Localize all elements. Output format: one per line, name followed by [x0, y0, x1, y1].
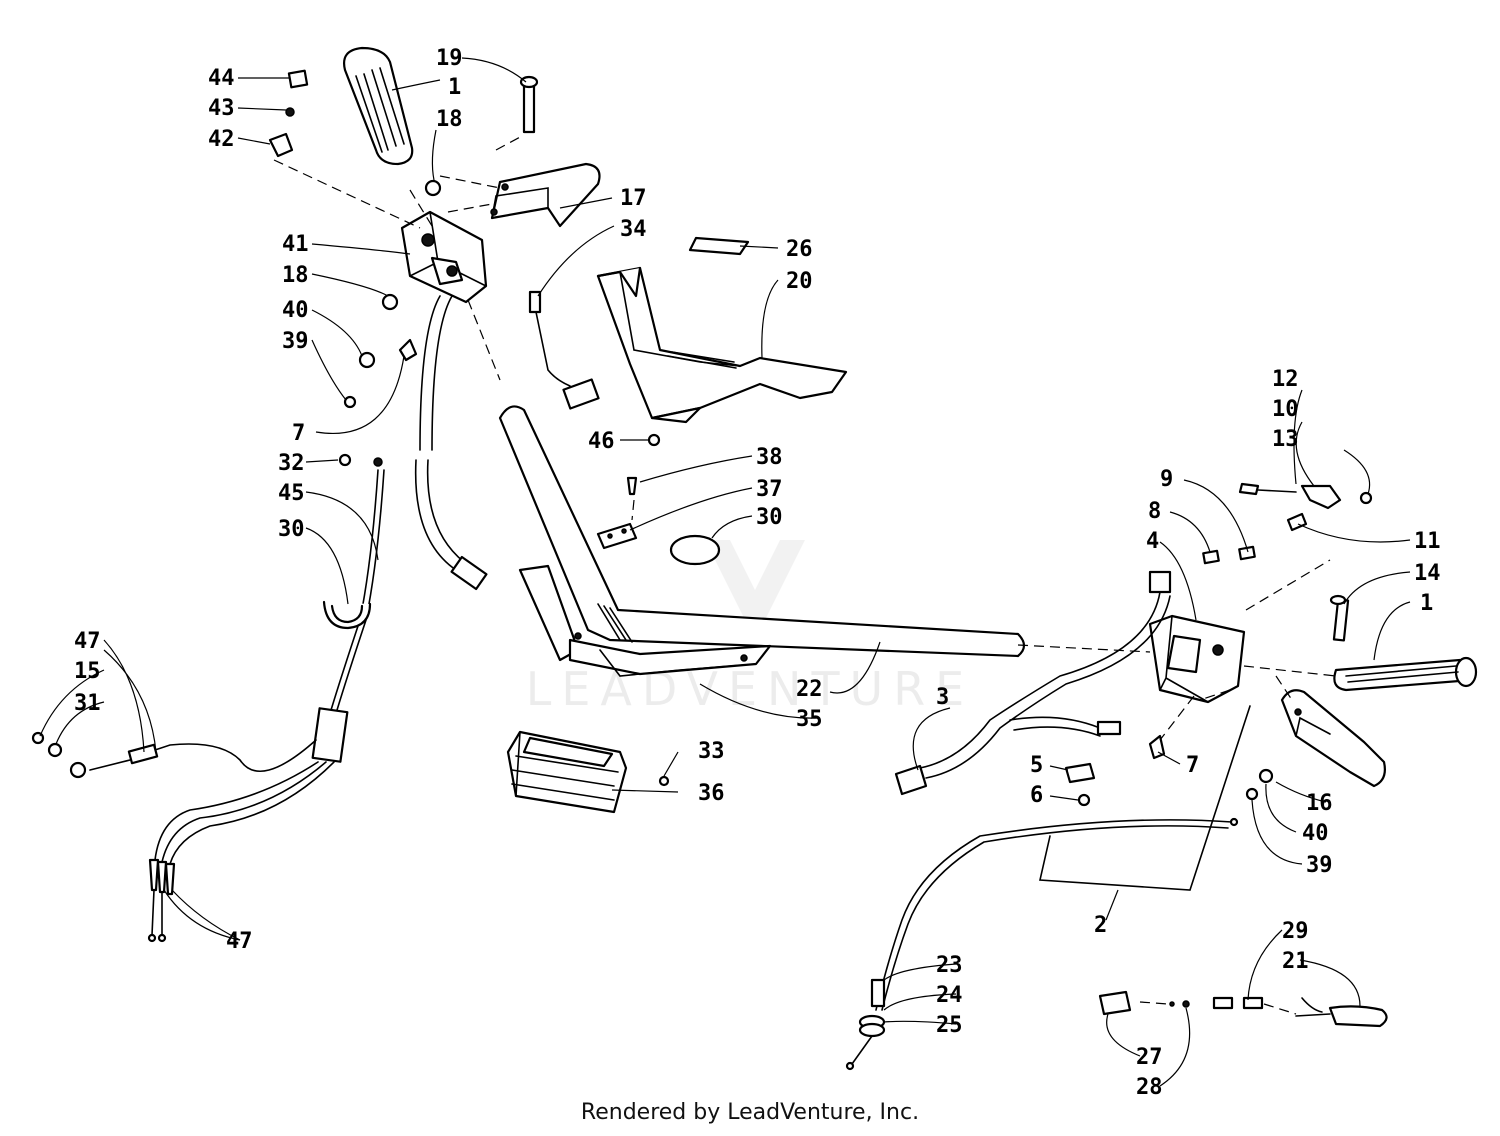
callout-9: 9 [1160, 467, 1173, 492]
watermark-logo [705, 540, 805, 640]
callout-35: 35 [796, 707, 823, 732]
callout-23: 23 [936, 953, 963, 978]
callout-47-lower: 47 [226, 929, 253, 954]
callout-13: 13 [1272, 427, 1299, 452]
steering-cover-part [596, 236, 848, 447]
grip-heater-parts [1098, 990, 1388, 1028]
left-brake-lever-part [490, 162, 601, 228]
callout-37: 37 [756, 477, 783, 502]
throttle-lever-hardware [1238, 482, 1373, 642]
callout-19: 19 [436, 46, 463, 71]
callout-3: 3 [936, 685, 949, 710]
callout-6: 6 [1030, 783, 1043, 808]
callout-1-right-grip: 1 [1420, 591, 1433, 616]
left-grip-part [343, 46, 414, 166]
callout-39-left: 39 [282, 329, 309, 354]
callout-25: 25 [936, 1013, 963, 1038]
callout-24: 24 [936, 983, 963, 1008]
handlebar-clamp-parts [596, 476, 721, 566]
left-switch-housing-part [400, 210, 488, 304]
callout-labels: 44 43 42 19 1 18 17 34 41 18 40 39 26 20… [74, 46, 1441, 1100]
callout-8: 8 [1148, 499, 1161, 524]
left-wire-harness [414, 295, 488, 591]
handlebar-part [498, 405, 1026, 677]
callout-1-left-grip: 1 [448, 75, 461, 100]
left-hardware [268, 69, 539, 467]
callout-30-left: 30 [278, 517, 305, 542]
callout-20: 20 [786, 269, 813, 294]
callout-22: 22 [796, 677, 823, 702]
callout-16: 16 [1306, 791, 1333, 816]
callout-41: 41 [282, 232, 309, 257]
callout-28: 28 [1136, 1075, 1163, 1100]
callout-11: 11 [1414, 529, 1441, 554]
throttle-cable-assembly [31, 469, 385, 943]
callout-47-upper: 47 [74, 629, 101, 654]
right-wire-harness [894, 591, 1171, 796]
callout-40-left: 40 [282, 298, 309, 323]
callout-15: 15 [74, 659, 101, 684]
callout-31: 31 [74, 691, 101, 716]
callout-7-left: 7 [292, 421, 305, 446]
callout-46: 46 [588, 429, 615, 454]
switch-cover-part [506, 730, 670, 814]
right-hardware [1064, 545, 1256, 807]
callout-18-upper: 18 [436, 107, 463, 132]
callout-27: 27 [1136, 1045, 1163, 1070]
right-grip-part [1333, 656, 1478, 692]
callout-7-right: 7 [1186, 753, 1199, 778]
brake-cable-part [845, 817, 1239, 1071]
watermark-text: LEADVENTURE [526, 662, 975, 716]
hood-wiring-part [528, 290, 600, 410]
callout-5: 5 [1030, 753, 1043, 778]
callout-18-lower: 18 [282, 263, 309, 288]
footer-credit: Rendered by LeadVenture, Inc. [580, 1100, 920, 1125]
alignment-lines [273, 135, 1337, 1015]
callout-43: 43 [208, 96, 235, 121]
callout-30-center: 30 [756, 505, 783, 530]
callout-40-right: 40 [1302, 821, 1329, 846]
callout-39-right: 39 [1306, 853, 1333, 878]
callout-33: 33 [698, 739, 725, 764]
right-brake-lever-part [1245, 689, 1386, 801]
callout-38: 38 [756, 445, 783, 470]
callout-14: 14 [1414, 561, 1441, 586]
callout-4: 4 [1146, 529, 1159, 554]
callout-2: 2 [1094, 913, 1107, 938]
callout-42: 42 [208, 127, 235, 152]
callout-10: 10 [1272, 397, 1299, 422]
callout-21: 21 [1282, 949, 1309, 974]
callout-17: 17 [620, 186, 647, 211]
callout-44: 44 [208, 66, 235, 91]
callout-45: 45 [278, 481, 305, 506]
callout-12: 12 [1272, 367, 1299, 392]
callout-29: 29 [1282, 919, 1309, 944]
callout-36: 36 [698, 781, 725, 806]
callout-34: 34 [620, 217, 647, 242]
callout-leaders [39, 57, 1411, 1087]
callout-32: 32 [278, 451, 305, 476]
callout-26: 26 [786, 237, 813, 262]
right-switch-housing-part [1148, 570, 1246, 704]
